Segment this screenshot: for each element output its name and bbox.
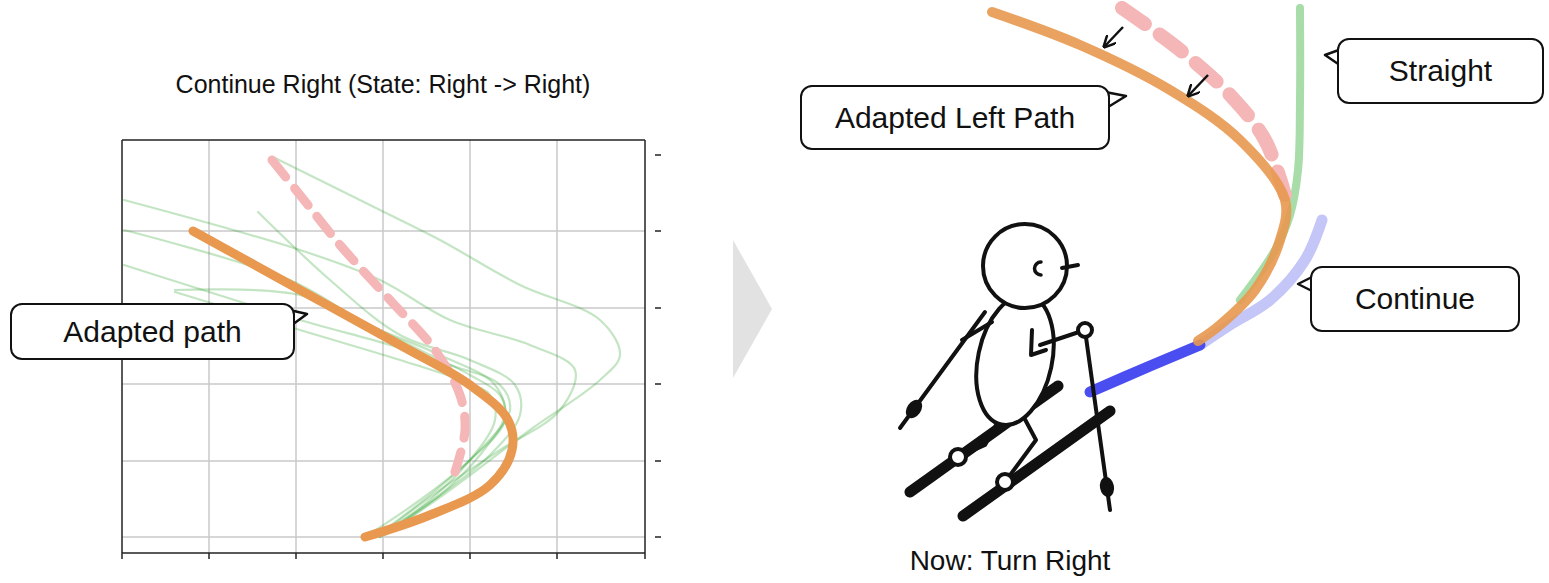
trajectory-line [193, 231, 513, 537]
trajectory-line [275, 158, 620, 535]
callout-text: Continue [1355, 282, 1475, 316]
callout-box: Adapted Left Path [800, 85, 1110, 150]
callout-box: Adapted path [10, 303, 295, 360]
callout-text: Adapted Left Path [835, 101, 1075, 135]
callout-text: Adapted path [63, 315, 242, 349]
direction-arrow [1105, 27, 1123, 46]
callout-box: Continue [1310, 266, 1520, 332]
trajectory-line [272, 160, 465, 472]
callout-box: Straight [1337, 38, 1544, 104]
trajectories [124, 8, 1322, 537]
chart-title: Continue Right (State: Right -> Right) [176, 70, 591, 99]
trajectory-line [1090, 345, 1200, 392]
trajectory-line [124, 230, 505, 537]
arrow-chevron [733, 240, 772, 378]
callout-text: Straight [1389, 54, 1492, 88]
state-caption: Now: Turn Right [910, 545, 1111, 577]
direction-arrow [1189, 75, 1208, 95]
skier-figure [900, 224, 1113, 516]
